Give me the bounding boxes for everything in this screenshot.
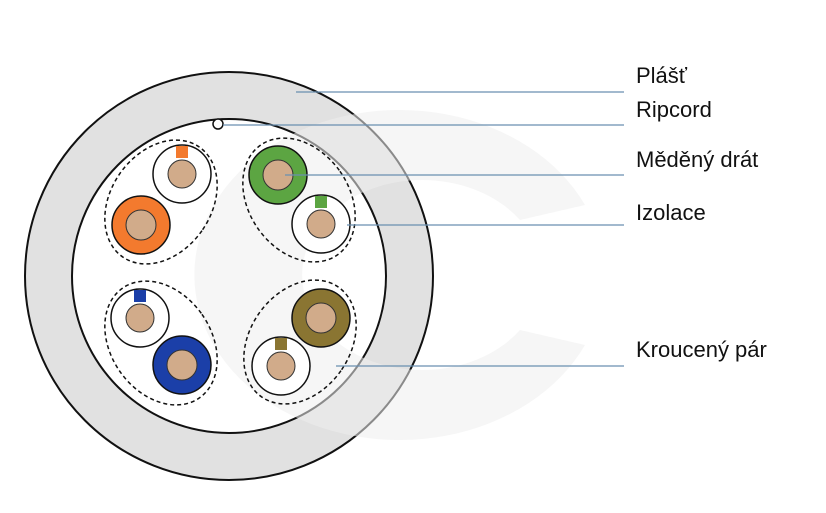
wire-solid-orange bbox=[111, 195, 171, 255]
color-stripe bbox=[134, 290, 146, 302]
copper-conductor bbox=[306, 209, 336, 239]
pair-binder bbox=[104, 280, 218, 406]
copper-conductor bbox=[266, 351, 296, 381]
twisted-pair-green bbox=[242, 137, 356, 263]
leader-lines bbox=[223, 91, 624, 367]
color-stripe bbox=[315, 196, 327, 208]
twisted-pair-orange bbox=[104, 139, 218, 265]
copper-conductor bbox=[125, 209, 157, 241]
wire-solid-blue bbox=[152, 335, 212, 395]
copper-conductor bbox=[125, 303, 155, 333]
label-insulation: Izolace bbox=[636, 200, 706, 225]
ripcord bbox=[212, 118, 224, 130]
pair-binder bbox=[104, 139, 218, 265]
color-stripe bbox=[275, 338, 287, 350]
wire-solid-brown bbox=[291, 288, 351, 348]
copper-conductor bbox=[305, 302, 337, 334]
copper-conductor bbox=[166, 349, 198, 381]
label-ripcord: Ripcord bbox=[636, 97, 712, 122]
wire-striped-brown bbox=[251, 336, 311, 396]
pair-binder bbox=[242, 137, 356, 263]
wire-solid-green bbox=[248, 145, 308, 205]
label-jacket: Plášť bbox=[636, 63, 688, 88]
color-stripe bbox=[176, 146, 188, 158]
twisted-pair-brown bbox=[243, 279, 357, 405]
twisted-pair-blue bbox=[104, 280, 218, 406]
wire-striped-green bbox=[291, 194, 351, 254]
label-conductor: Měděný drát bbox=[636, 147, 759, 172]
wire-striped-orange bbox=[152, 144, 212, 204]
copper-conductor bbox=[167, 159, 197, 189]
wire-striped-blue bbox=[110, 288, 170, 348]
label-twisted-pair: Kroucený pár bbox=[636, 337, 767, 362]
pair-binder bbox=[243, 279, 357, 405]
